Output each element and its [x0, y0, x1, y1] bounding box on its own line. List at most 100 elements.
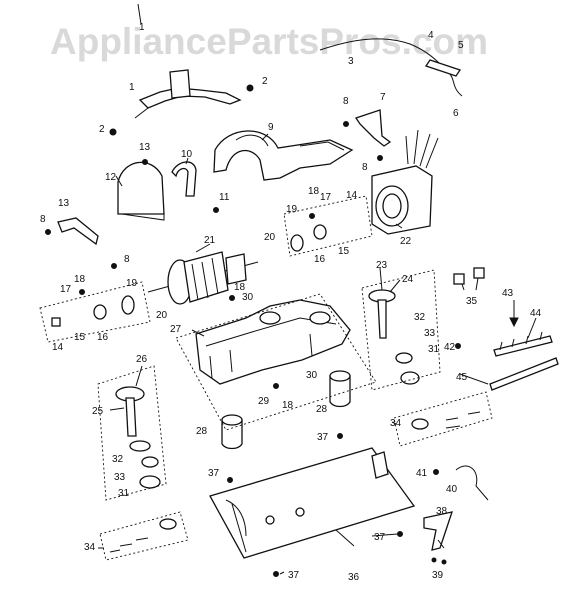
part-1-bracket [134, 69, 242, 119]
part-34-kit-right [411, 411, 481, 430]
part-35-brushes [453, 267, 485, 285]
group-box-20-right [283, 195, 373, 257]
callout-c-30b: 30 [306, 370, 318, 381]
callout-c-42: 42 [444, 342, 456, 353]
group-box-34-right [393, 391, 493, 447]
part-28-piston-right [329, 370, 351, 408]
callout-c-15a: 15 [338, 246, 350, 257]
group-box-24 [361, 269, 441, 391]
part-19-bearing-right [290, 224, 327, 252]
callout-c-10: 10 [181, 149, 193, 160]
callout-c-8c: 8 [40, 214, 46, 225]
callout-c-9: 9 [268, 122, 274, 133]
callout-labels: 1 1 2 2 3 4 5 6 7 8 8 8 8 9 10 11 12 13 … [40, 22, 542, 583]
callout-c-20a: 20 [264, 232, 276, 243]
callout-c-3: 3 [348, 56, 354, 67]
callout-c-11: 11 [219, 192, 230, 203]
part-10-clip [171, 161, 197, 197]
callout-c-17b: 17 [60, 284, 72, 295]
callout-c-37d: 37 [288, 570, 300, 581]
part-9-housing [213, 130, 354, 181]
part-28-piston-left [221, 414, 243, 450]
callout-c-25: 25 [92, 406, 104, 417]
leader-lines [98, 133, 537, 575]
callout-c-31b: 31 [118, 488, 130, 499]
callout-c-26: 26 [136, 354, 148, 365]
callout-c-37a: 37 [317, 432, 329, 443]
callout-c-19a: 19 [286, 204, 298, 215]
callout-c-8b: 8 [362, 162, 368, 173]
callout-c-16a: 16 [314, 254, 326, 265]
callout-c-18c: 18 [234, 282, 246, 293]
part-21-armature [147, 251, 259, 305]
callout-c-15b: 15 [74, 332, 86, 343]
callout-c-6: 6 [453, 108, 459, 119]
part-40-lever [455, 465, 489, 501]
callout-c-18d: 18 [282, 400, 294, 411]
part-44-blade-holder [493, 300, 553, 357]
part-45-rod [489, 357, 559, 391]
callout-c-38: 38 [436, 506, 448, 517]
callout-c-40: 40 [446, 484, 458, 495]
part-22-field [371, 129, 439, 235]
part-13-bracket [57, 217, 99, 246]
callout-c-14a: 14 [346, 190, 358, 201]
callout-c-34a: 34 [390, 418, 402, 429]
callout-c-37b: 37 [208, 468, 220, 479]
callout-c-31a: 31 [428, 344, 440, 355]
group-box-34-left [99, 511, 189, 561]
group-box-27 [175, 293, 377, 431]
callout-c-32a: 32 [414, 312, 426, 323]
callout-c-36: 36 [348, 572, 360, 583]
callout-c-13a: 13 [139, 142, 151, 153]
callout-c-12: 12 [105, 172, 117, 183]
group-box-20-left [39, 281, 151, 343]
part-24-gear-right [368, 289, 420, 385]
callout-c-33a: 33 [424, 328, 436, 339]
callout-c-8a: 8 [343, 96, 349, 107]
part-19-bearing-left [51, 295, 135, 327]
callout-c-28b: 28 [316, 404, 328, 415]
part-34-kit-left [109, 518, 177, 553]
callout-c-4: 4 [428, 30, 434, 41]
part-7-bracket [354, 109, 392, 147]
callout-c-37c: 37 [374, 532, 386, 543]
part-3-power-cord [319, 38, 463, 97]
callout-c-32b: 32 [112, 454, 124, 465]
fasteners [45, 84, 461, 577]
callout-c-7: 7 [380, 92, 386, 103]
callout-c-35: 35 [466, 296, 478, 307]
part-25-gear-left [115, 386, 161, 489]
callout-c-1a: 1 [139, 22, 145, 33]
callout-c-39: 39 [432, 570, 444, 581]
callout-c-24: 24 [402, 274, 414, 285]
callout-c-18a: 18 [308, 186, 320, 197]
part-12-guard [117, 161, 165, 221]
callout-c-8d: 8 [124, 254, 130, 265]
callout-c-44: 44 [530, 308, 542, 319]
callout-c-2a: 2 [262, 76, 268, 87]
callout-c-41: 41 [416, 468, 428, 479]
callout-c-43: 43 [502, 288, 514, 299]
group-box-25 [97, 365, 167, 501]
callout-c-16b: 16 [97, 332, 109, 343]
callout-c-28a: 28 [196, 426, 208, 437]
callout-c-17a: 17 [320, 192, 332, 203]
callout-c-19b: 19 [126, 278, 138, 289]
callout-c-1b: 1 [129, 82, 135, 93]
callout-c-5: 5 [458, 40, 464, 51]
part-38-clamp [423, 511, 453, 551]
part-36-shoe-plate [209, 447, 416, 559]
callout-c-14b: 14 [52, 342, 64, 353]
watermark: AppliancePartsPros.com [50, 21, 488, 62]
callout-c-18b: 18 [74, 274, 86, 285]
callout-c-2b: 2 [99, 124, 105, 135]
callout-c-33b: 33 [114, 472, 126, 483]
callout-c-29: 29 [258, 396, 270, 407]
callout-c-30a: 30 [242, 292, 254, 303]
callout-c-45: 45 [456, 372, 468, 383]
callout-c-34b: 34 [84, 542, 96, 553]
callout-c-22: 22 [400, 236, 412, 247]
callout-c-20b: 20 [156, 310, 168, 321]
